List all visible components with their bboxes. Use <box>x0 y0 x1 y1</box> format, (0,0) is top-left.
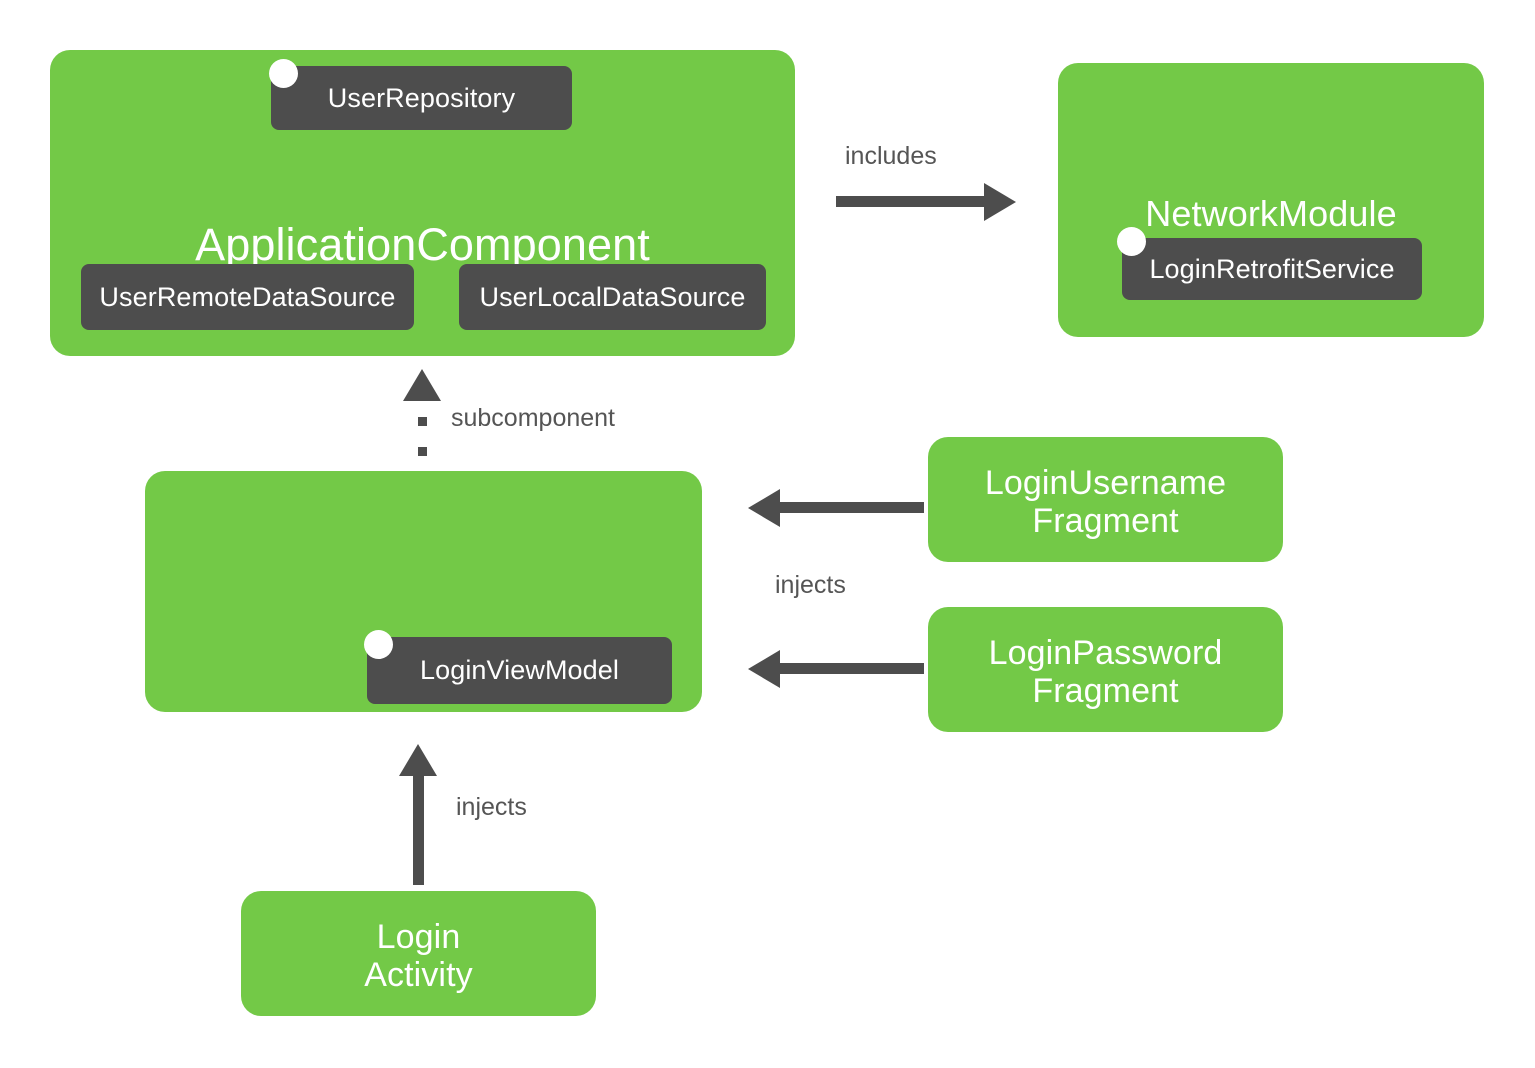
provision-dot-user-repository-icon <box>269 59 298 88</box>
login-password-fragment-title: LoginPassword Fragment <box>988 634 1223 711</box>
edge-subcomponent-label: subcomponent <box>451 404 616 432</box>
edge-injects-username-line <box>778 502 924 513</box>
edge-includes-line <box>836 196 986 207</box>
chip-user-remote-data-source-label: UserRemoteDataSource <box>99 281 396 312</box>
chip-user-repository[interactable]: UserRepository <box>271 66 572 130</box>
chip-login-view-model[interactable]: LoginViewModel <box>367 637 672 704</box>
chip-login-retrofit-service[interactable]: LoginRetrofitService <box>1122 238 1422 300</box>
edge-injects-fragments-label: injects <box>775 571 846 599</box>
node-login-password-fragment[interactable]: LoginPassword Fragment <box>928 607 1283 732</box>
application-component-title: ApplicationComponent <box>195 219 650 270</box>
edge-subcomponent-dash <box>418 447 427 456</box>
node-login-activity[interactable]: Login Activity <box>241 891 596 1016</box>
chip-user-repository-label: UserRepository <box>327 82 516 113</box>
network-module-title: NetworkModule <box>1145 193 1397 234</box>
edge-injects-activity-line <box>413 775 424 885</box>
login-component-title: LoginComponent <box>262 1038 585 1068</box>
login-username-fragment-title: LoginUsername Fragment <box>984 464 1227 541</box>
node-login-username-fragment[interactable]: LoginUsername Fragment <box>928 437 1283 562</box>
chip-user-local-data-source[interactable]: UserLocalDataSource <box>459 264 766 330</box>
edge-includes-label: includes <box>845 142 937 170</box>
edge-injects-password-line <box>778 663 924 674</box>
edge-injects-activity-arrowhead-icon <box>399 744 437 776</box>
login-activity-title: Login Activity <box>364 918 473 995</box>
chip-login-view-model-label: LoginViewModel <box>419 655 620 685</box>
edge-injects-activity-label: injects <box>456 793 527 821</box>
edge-injects-password-arrowhead-icon <box>748 650 780 688</box>
chip-user-local-data-source-label: UserLocalDataSource <box>479 281 746 312</box>
edge-subcomponent-arrowhead-icon <box>403 369 441 401</box>
edge-includes-arrowhead-icon <box>984 183 1016 221</box>
provision-dot-login-view-model-icon <box>364 630 393 659</box>
chip-user-remote-data-source[interactable]: UserRemoteDataSource <box>81 264 414 330</box>
provision-dot-login-retrofit-service-icon <box>1117 227 1146 256</box>
edge-subcomponent-dash <box>418 417 427 426</box>
chip-login-retrofit-service-label: LoginRetrofitService <box>1149 253 1395 284</box>
edge-injects-username-arrowhead-icon <box>748 489 780 527</box>
